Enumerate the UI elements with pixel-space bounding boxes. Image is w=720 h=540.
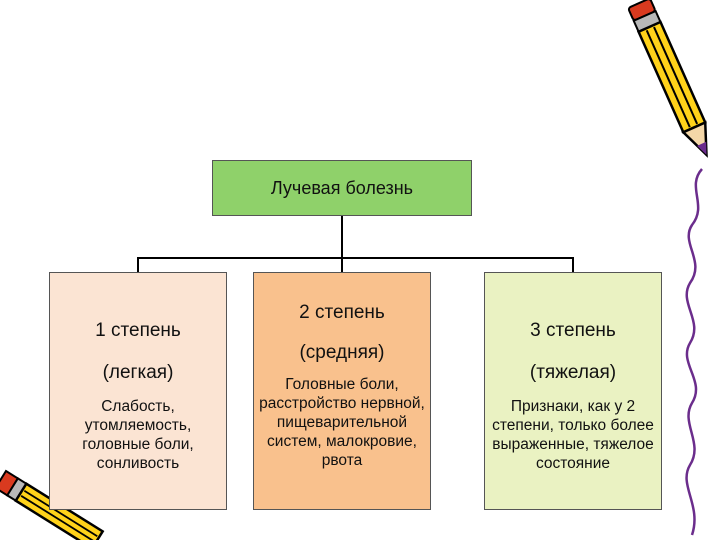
connector-horizontal xyxy=(137,257,574,259)
root-label: Лучевая болезнь xyxy=(270,177,414,198)
degree-1-node: 1 степень (легкая) Слабость, утомляемост… xyxy=(49,272,227,510)
symptoms-text: Признаки, как у 2 степени, только более … xyxy=(492,398,654,472)
severity-label: (тяжелая) xyxy=(529,362,617,383)
squiggle-line xyxy=(685,168,703,536)
connector-drop-1 xyxy=(137,257,139,272)
severity-label: (легкая) xyxy=(102,362,174,383)
connector-vertical-root xyxy=(341,216,343,258)
degree-label: 2 степень xyxy=(299,302,385,323)
degree-3-node: 3 степень (тяжелая) Признаки, как у 2 ст… xyxy=(484,272,662,510)
connector-drop-3 xyxy=(572,257,574,272)
severity-label: (средняя) xyxy=(299,342,385,363)
degree-label: 3 степень xyxy=(530,320,616,341)
root-node: Лучевая болезнь xyxy=(212,160,472,216)
connector-drop-2 xyxy=(341,257,343,272)
symptoms-text: Головные боли, расстройство нервной, пищ… xyxy=(259,376,425,469)
degree-label: 1 степень xyxy=(95,320,181,341)
degree-2-node: 2 степень (средняя) Головные боли, расст… xyxy=(253,272,431,510)
symptoms-text: Слабость, утомляемость, головные боли, с… xyxy=(82,398,194,472)
pencil-icon xyxy=(627,0,708,158)
